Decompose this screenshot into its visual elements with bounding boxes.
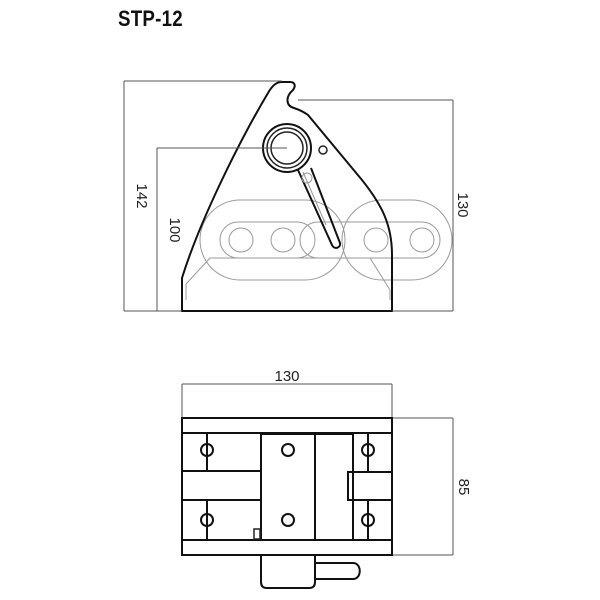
model-title: STP-12	[118, 6, 183, 31]
dim-label-130-top: 130	[274, 368, 299, 385]
dim-label-85: 85	[455, 479, 472, 496]
chain-ghost	[185, 199, 453, 300]
dim-label-142: 142	[133, 183, 150, 208]
bracket-outline	[181, 81, 393, 312]
dim-right-height: 130	[298, 99, 471, 312]
pivot-assembly	[262, 123, 342, 249]
side-view: 142 100 130	[123, 80, 471, 312]
dim-pin-height: 100	[156, 147, 287, 311]
dim-label-100: 100	[166, 217, 183, 242]
dim-overall-height: 142	[123, 80, 282, 312]
dim-label-130-side: 130	[454, 192, 471, 217]
top-view: 130 85	[181, 368, 472, 589]
